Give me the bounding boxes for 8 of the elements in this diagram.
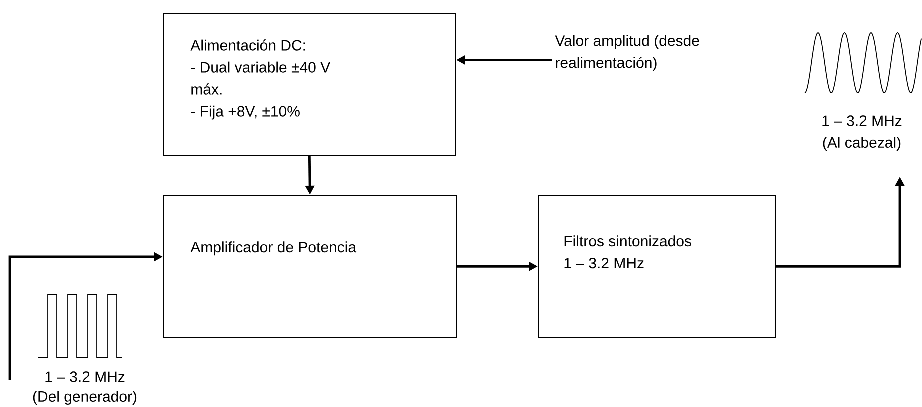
frequency-label: 1 – 3.2 MHz xyxy=(46,372,125,382)
process-box: Filtros sintonizados 1 – 3.2 MHz xyxy=(538,195,776,338)
frequency-label: (Al cabezal) xyxy=(823,137,901,151)
process-box: Alimentación DC: - Dual variable ±40 V máx. - Fija +8V, ±10% xyxy=(163,13,456,156)
process-box: Amplificador de Potencia xyxy=(163,195,458,338)
frequency-label: 1 – 3.2 MHz xyxy=(822,116,902,126)
input-text: Valor amplitud (desde realimentación) xyxy=(555,35,700,72)
frequency-label: (Del generador) xyxy=(33,391,137,405)
